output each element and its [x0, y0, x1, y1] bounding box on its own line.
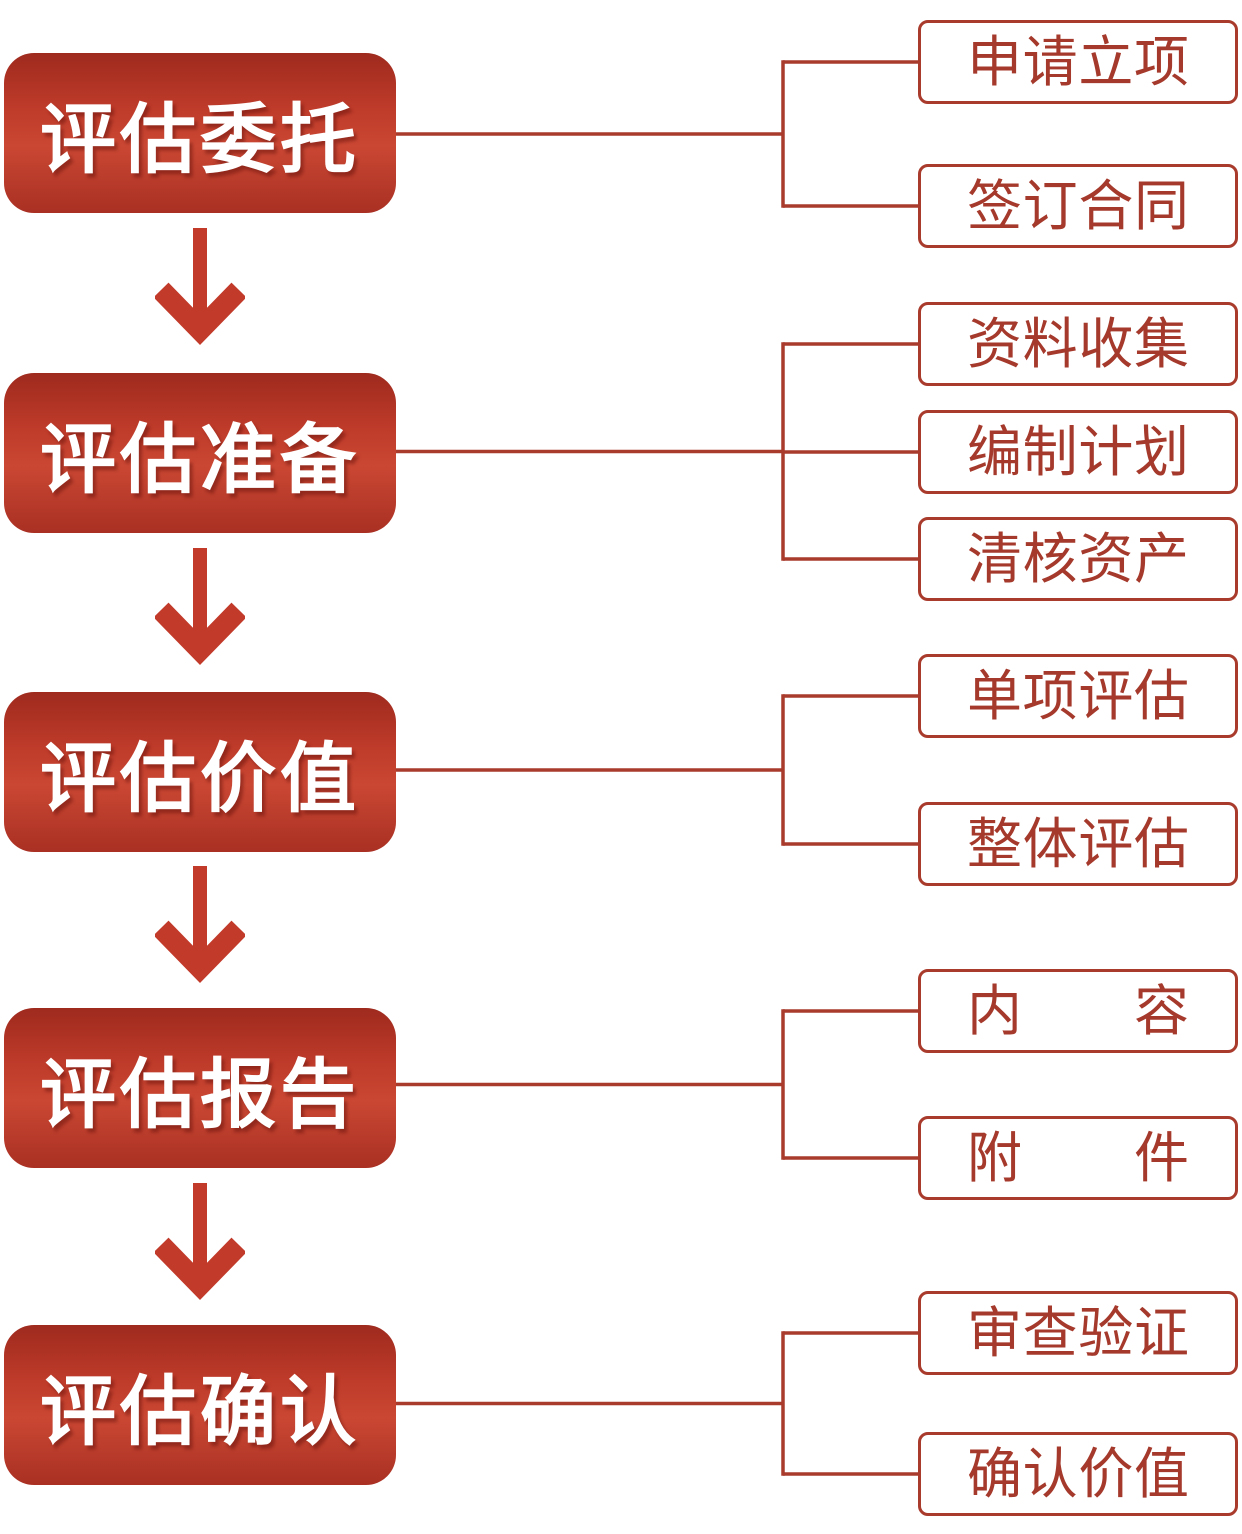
sub-item-label: 整体评估: [967, 812, 1189, 875]
sub-item-label: 编制计划: [967, 420, 1189, 483]
down-arrow-icon: [155, 1183, 245, 1301]
sub-item-label: 申请立项: [967, 30, 1189, 93]
stage-label: 评估确认: [40, 1370, 360, 1455]
stage-node-2: 评估准备: [4, 373, 396, 533]
down-arrow-icon: [155, 228, 245, 346]
sub-item-label: 单项评估: [967, 664, 1189, 727]
sub-item-node-4-2: 附件: [918, 1116, 1238, 1200]
stage-label: 评估准备: [40, 418, 360, 503]
sub-item-label: 附件: [967, 1126, 1189, 1189]
stage-node-5: 评估确认: [4, 1325, 396, 1485]
sub-item-node-3-1: 单项评估: [918, 654, 1238, 738]
stage-label: 评估报告: [40, 1053, 360, 1138]
sub-item-node-5-2: 确认价值: [918, 1432, 1238, 1516]
down-arrow-icon: [155, 866, 245, 984]
stage-label: 评估委托: [40, 98, 360, 183]
sub-item-node-1-2: 签订合同: [918, 164, 1238, 248]
sub-item-label: 清核资产: [967, 527, 1189, 590]
sub-item-label: 审查验证: [967, 1301, 1189, 1364]
stage-node-4: 评估报告: [4, 1008, 396, 1168]
stage-node-1: 评估委托: [4, 53, 396, 213]
stage-label: 评估价值: [40, 737, 360, 822]
stage-node-3: 评估价值: [4, 692, 396, 852]
sub-item-node-3-2: 整体评估: [918, 802, 1238, 886]
sub-item-node-2-1: 资料收集: [918, 302, 1238, 386]
sub-item-label: 内容: [967, 979, 1189, 1042]
sub-item-node-4-1: 内容: [918, 969, 1238, 1053]
sub-item-node-2-2: 编制计划: [918, 410, 1238, 494]
sub-item-label: 确认价值: [967, 1442, 1189, 1505]
sub-item-node-1-1: 申请立项: [918, 20, 1238, 104]
sub-item-label: 签订合同: [967, 174, 1189, 237]
down-arrow-icon: [155, 548, 245, 666]
sub-item-node-5-1: 审查验证: [918, 1291, 1238, 1375]
sub-item-label: 资料收集: [967, 312, 1189, 375]
sub-item-node-2-3: 清核资产: [918, 517, 1238, 601]
